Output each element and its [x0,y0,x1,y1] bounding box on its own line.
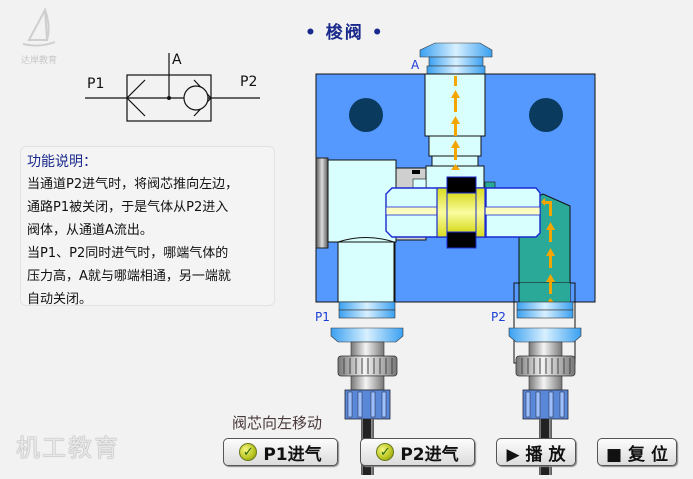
description-line: 当通道P2进气时，将阀芯推向左边， [27,177,239,192]
brand-logo-top-text: 达岸教育 [20,56,57,66]
p2-intake-button[interactable]: ✓ P2进气 [360,438,475,466]
status-text: 阀芯向左移动 [232,414,323,432]
port-label-a: A [411,58,420,72]
function-description-panel: 功能说明： 当通道P2进气时，将阀芯推向左边， 通路P1被关闭，于是气体从P2进… [20,146,275,307]
sail-icon [22,6,56,47]
brand-logo-bottom: 机工教育 [16,434,120,462]
valve-cross-section: A P1 P2 [300,38,620,475]
p1-intake-button[interactable]: ✓ P1进气 [223,438,338,466]
check-icon: ✓ [239,443,258,461]
symbol-label-p2: P2 [240,74,258,90]
description-line: 当P1、P2同时进气时，哪端气体的 [27,246,229,261]
play-button[interactable]: ▶ 播 放 [496,438,576,466]
port-label-p2: P2 [491,310,506,324]
reset-button[interactable]: ■ 复 位 [597,438,677,466]
page-title: • 梭阀 • [305,23,385,43]
check-icon: ✓ [376,443,395,461]
symbol-label-a: A [172,52,182,68]
p1-intake-button-label: P1进气 [263,444,322,465]
p2-intake-button-label: P2进气 [400,444,459,465]
brand-logo-top: 达岸教育 [14,6,64,68]
description-line: 阀体，从通道A流出。 [27,223,153,238]
shuttle-valve-symbol: A P1 P2 [82,50,262,130]
port-label-p1: P1 [315,310,330,324]
symbol-label-p1: P1 [87,76,105,92]
play-button-label: ▶ 播 放 [506,444,566,465]
description-line: 压力高，A就与哪端相通，另一端就 [27,269,231,284]
reset-button-label: ■ 复 位 [606,444,668,465]
description-heading: 功能说明： [27,154,97,170]
description-line: 自动关闭。 [27,292,93,307]
description-line: 通路P1被关闭，于是气体从P2进入 [27,200,229,215]
